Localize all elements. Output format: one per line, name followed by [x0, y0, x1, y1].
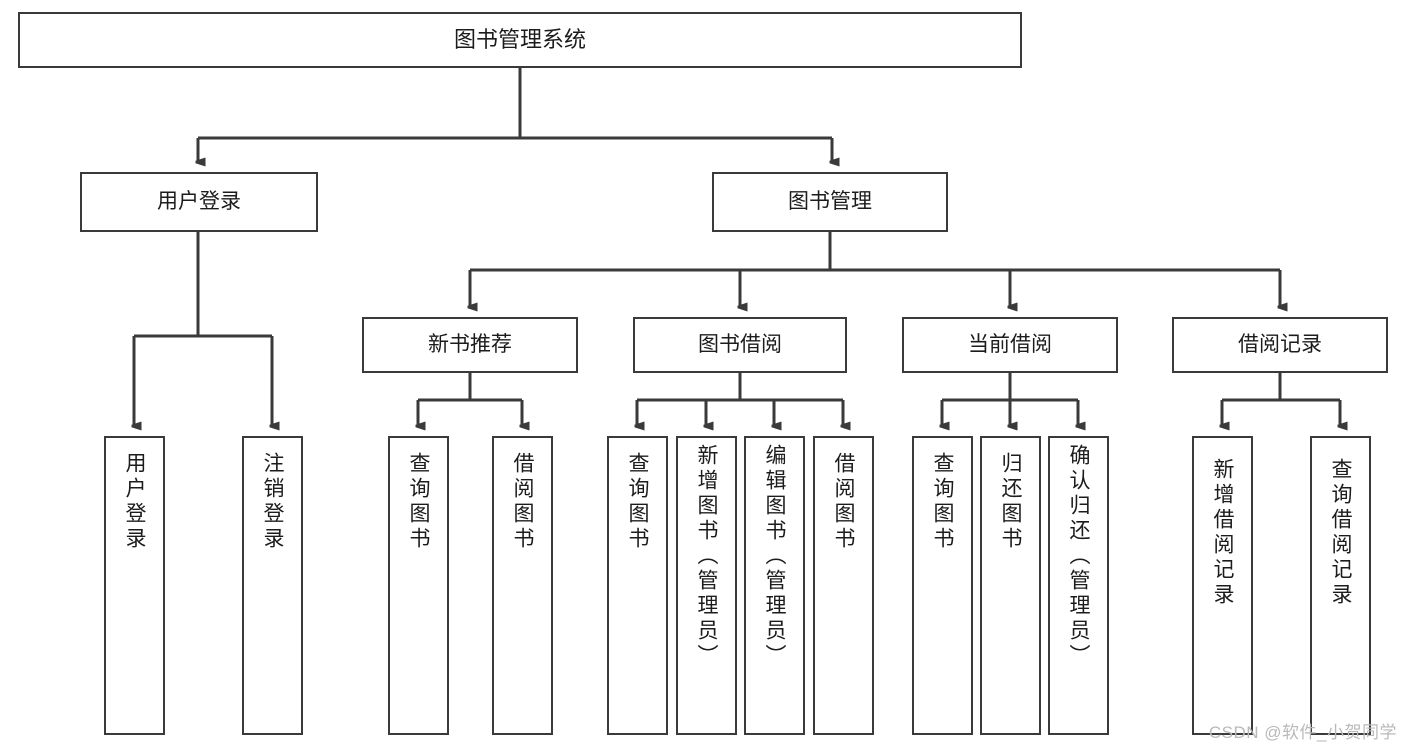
- leaf-borrow-records-query[interactable]: 查询借阅记录: [1310, 436, 1371, 735]
- node-label: 新书推荐: [428, 332, 512, 356]
- leaf-new-book-borrow[interactable]: 借阅图书: [492, 436, 553, 735]
- node-label: 借阅图书: [832, 452, 855, 552]
- node-root-system[interactable]: 图书管理系统: [18, 12, 1022, 68]
- node-book-borrow[interactable]: 图书借阅: [633, 317, 847, 373]
- node-label: 归还图书: [999, 452, 1022, 552]
- node-label: 确认归还（管理员）: [1067, 444, 1090, 669]
- leaf-book-borrow-edit[interactable]: 编辑图书（管理员）: [744, 436, 805, 735]
- node-new-book-recommend[interactable]: 新书推荐: [362, 317, 578, 373]
- leaf-book-borrow-add[interactable]: 新增图书（管理员）: [676, 436, 737, 735]
- node-label: 图书管理: [788, 189, 872, 213]
- leaf-book-borrow-borrow[interactable]: 借阅图书: [813, 436, 874, 735]
- node-label: 借阅图书: [511, 452, 534, 552]
- node-label: 当前借阅: [968, 332, 1052, 356]
- node-label: 编辑图书（管理员）: [763, 444, 786, 669]
- leaf-current-borrow-confirm-return[interactable]: 确认归还（管理员）: [1048, 436, 1109, 735]
- leaf-current-borrow-return[interactable]: 归还图书: [980, 436, 1041, 735]
- leaf-current-borrow-query[interactable]: 查询图书: [912, 436, 973, 735]
- node-label: 用户登录: [157, 189, 241, 213]
- node-book-management[interactable]: 图书管理: [712, 172, 948, 232]
- node-user-login[interactable]: 用户登录: [80, 172, 318, 232]
- node-label: 查询图书: [931, 452, 954, 552]
- node-current-borrow[interactable]: 当前借阅: [902, 317, 1118, 373]
- node-borrow-records[interactable]: 借阅记录: [1172, 317, 1388, 373]
- leaf-book-borrow-query[interactable]: 查询图书: [607, 436, 668, 735]
- leaf-borrow-records-add[interactable]: 新增借阅记录: [1192, 436, 1253, 735]
- node-label: 查询图书: [626, 452, 649, 552]
- node-label: 新增图书（管理员）: [695, 444, 718, 669]
- watermark-text: CSDN @软件_小贺同学: [1208, 723, 1397, 742]
- node-label: 借阅记录: [1238, 332, 1322, 356]
- leaf-user-login-signout[interactable]: 注销登录: [242, 436, 303, 735]
- node-label: 新增借阅记录: [1211, 458, 1234, 608]
- node-label: 用户登录: [123, 452, 146, 552]
- node-label: 图书借阅: [698, 332, 782, 356]
- leaf-user-login-signin[interactable]: 用户登录: [104, 436, 165, 735]
- node-label: 注销登录: [261, 452, 284, 552]
- node-label: 查询借阅记录: [1329, 458, 1352, 608]
- node-label: 图书管理系统: [453, 27, 586, 53]
- node-label: 查询图书: [407, 452, 430, 552]
- leaf-new-book-query[interactable]: 查询图书: [388, 436, 449, 735]
